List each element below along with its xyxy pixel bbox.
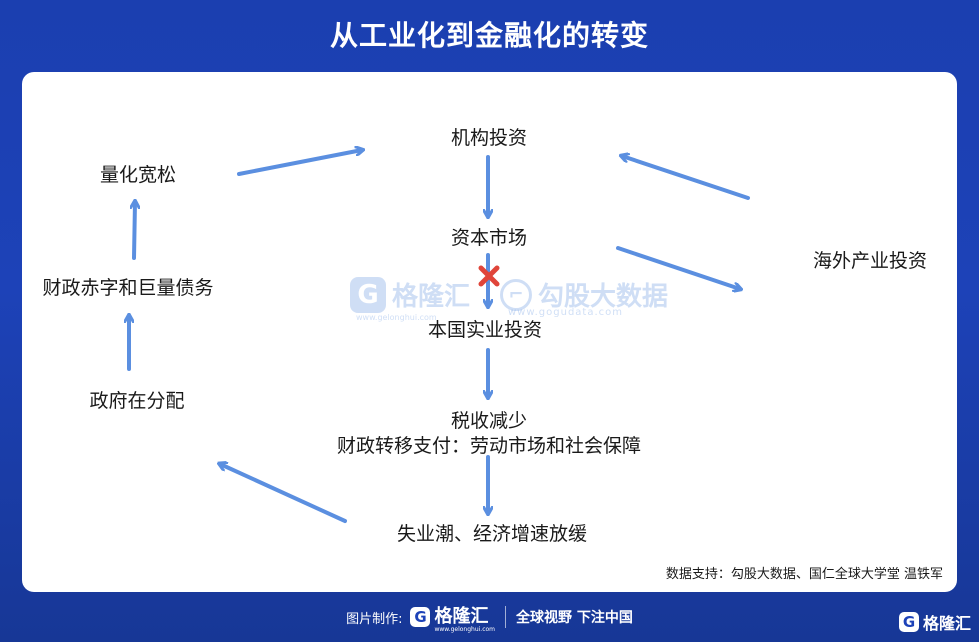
- node-fiscal-transfer: 财政转移支付：劳动市场和社会保障: [336, 435, 642, 457]
- diagram-panel: G 格隆汇 www.gelonghui.com ⌐ 勾股大数据 www.gogu…: [22, 72, 957, 592]
- gelonghui-logo-icon: G: [350, 276, 386, 313]
- watermark-gelonghui: G 格隆汇: [350, 276, 470, 313]
- footer-brand: 格隆汇 www.gelonghui.com: [434, 602, 495, 633]
- node-government-redistribution: 政府在分配: [89, 390, 185, 412]
- corner-logo: G 格隆汇: [898, 610, 971, 634]
- node-institutional-investment: 机构投资: [450, 127, 528, 149]
- footer-made-by: 图片制作:: [346, 611, 403, 627]
- node-overseas-investment: 海外产业投资: [812, 250, 928, 272]
- node-domestic-real-investment: 本国实业投资: [427, 319, 543, 341]
- watermark-gelonghui-name: 格隆汇: [392, 282, 471, 312]
- arrow-qe-to-institutional: [237, 150, 362, 176]
- corner-brand-name: 格隆汇: [922, 614, 971, 633]
- node-tax-revenue-decline: 税收减少: [450, 410, 528, 432]
- footer: 图片制作: G 格隆汇 www.gelonghui.com 全球视野 下注中国: [0, 602, 979, 633]
- page-title: 从工业化到金融化的转变: [329, 19, 649, 52]
- source-note: 数据支持：勾股大数据、国仁全球大学堂 温铁军: [665, 567, 943, 582]
- node-capital-market: 资本市场: [450, 227, 528, 249]
- watermark-gogudata: ⌐ 勾股大数据: [500, 276, 668, 313]
- watermark-gogudata-url: www.gogudata.com: [508, 307, 624, 318]
- gelonghui-logo-icon: G: [410, 607, 431, 627]
- watermark-gogudata-name: 勾股大数据: [538, 282, 669, 312]
- footer-brand-url: www.gelonghui.com: [434, 625, 496, 633]
- arrow-layer: [22, 72, 750, 523]
- gogudata-logo-icon: ⌐: [500, 278, 532, 311]
- node-quantitative-easing: 量化宽松: [99, 164, 177, 186]
- node-unemployment: 失业潮、经济增速放缓: [396, 523, 588, 545]
- node-fiscal-deficit: 财政赤字和巨量债务: [42, 277, 214, 299]
- watermark-gelonghui-url: www.gelonghui.com: [356, 313, 437, 322]
- footer-slogan: 全球视野 下注中国: [516, 610, 633, 626]
- footer-divider: [505, 606, 507, 628]
- arrow-deficit-to-qe: [134, 202, 135, 260]
- footer-brand-name: 格隆汇: [434, 605, 489, 627]
- arrow-unemployment-to-government: [220, 464, 347, 523]
- red-cross-icon: [478, 265, 500, 287]
- gelonghui-corner-logo-icon: G: [898, 612, 919, 632]
- arrow-capital-to-overseas: [616, 246, 740, 289]
- arrow-overseas-to-institutional: [622, 156, 750, 200]
